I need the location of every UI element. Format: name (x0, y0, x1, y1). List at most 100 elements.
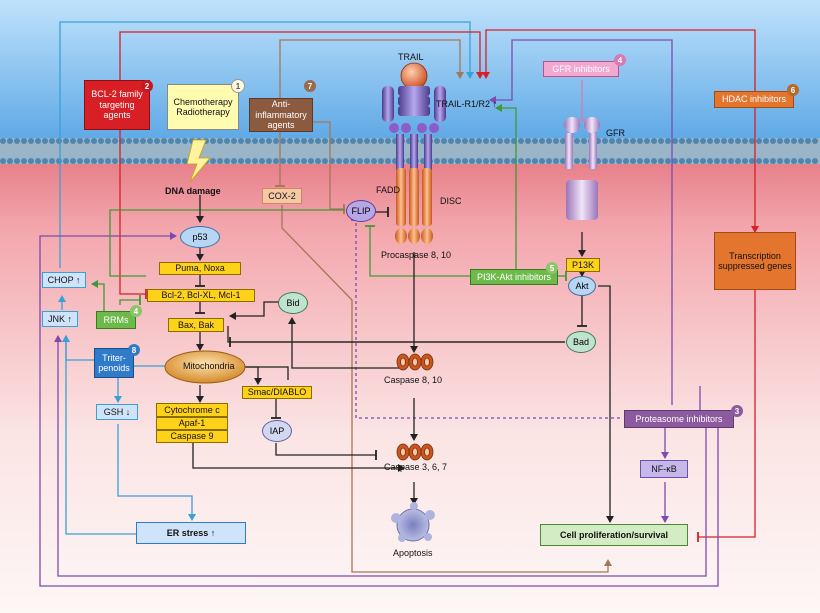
membrane-lipid-head (224, 158, 230, 164)
flip-bcl2-green-line (109, 209, 345, 277)
membrane-lipid-head (140, 158, 146, 164)
caspase-8-10-icons (396, 353, 434, 371)
membrane-lipid-head (637, 138, 643, 144)
membrane-lipid-head (385, 158, 391, 164)
membrane-lipid-head (371, 138, 377, 144)
nfkb-box: NF-κB (640, 460, 688, 478)
membrane-lipid-head (700, 138, 706, 144)
gsh-box: GSH ↓ (96, 404, 138, 420)
membrane-lipid-head (728, 138, 734, 144)
membrane-lipid-head (126, 158, 132, 164)
membrane-lipid-head (805, 158, 811, 164)
membrane-lipid-head (280, 158, 286, 164)
badge-2-bcl2: 2 (141, 80, 153, 92)
membrane-lipid-head (693, 158, 699, 164)
cox2-box: COX-2 (262, 188, 302, 204)
membrane-lipid-head (140, 138, 146, 144)
membrane-lipid-head (238, 158, 244, 164)
membrane-lipid-head (623, 158, 629, 164)
membrane-lipid-head (637, 158, 643, 164)
membrane-lipid-head (441, 138, 447, 144)
chemo-box: Chemotherapy Radiotherapy (167, 84, 239, 130)
membrane-lipid-head (798, 138, 804, 144)
membrane-lipid-head (532, 138, 538, 144)
hdac-to-trail-r-line (482, 29, 756, 92)
mitochondria-shape (164, 350, 246, 384)
membrane-lipid-head (672, 138, 678, 144)
badge-4-rrms: 4 (130, 305, 142, 317)
proteasome-to-trail-r-line (489, 39, 673, 405)
membrane-lipid-head (714, 158, 720, 164)
membrane-lipid-head (35, 158, 41, 164)
dna-damage-label: DNA damage (165, 186, 221, 196)
membrane-lipid-head (315, 138, 321, 144)
membrane-lipid-head (56, 158, 62, 164)
membrane-lipid-head (504, 138, 510, 144)
membrane-lipid-head (217, 158, 223, 164)
badge-3-proteasome: 3 (731, 405, 743, 417)
membrane-lipid-head (518, 138, 524, 144)
membrane-lipid-head (560, 138, 566, 144)
fadd-label: FADD (376, 185, 401, 195)
membrane-lipid-head (357, 158, 363, 164)
membrane-lipid-head (721, 138, 727, 144)
membrane-lipid-head (273, 158, 279, 164)
chop-box: CHOP ↑ (42, 272, 86, 288)
membrane-lipid-head (532, 158, 538, 164)
membrane-lipid-head (343, 158, 349, 164)
lightning-icon (186, 139, 211, 183)
membrane-lipid-head (7, 138, 13, 144)
membrane-lipid-head (266, 138, 272, 144)
membrane-lipid-head (700, 158, 706, 164)
membrane-lipid-head (154, 158, 160, 164)
membrane-lipid-head (133, 158, 139, 164)
akt-to-cell-line (598, 285, 614, 523)
membrane-lipid-head (658, 158, 664, 164)
membrane-lipid-head (161, 138, 167, 144)
membrane-lipid-head (644, 158, 650, 164)
mitochondria-label: Mitochondria (183, 361, 235, 371)
membrane-lipid-head (280, 138, 286, 144)
membrane-lipid-head (770, 138, 776, 144)
badge-5-pi3k: 5 (546, 262, 558, 274)
casp9-to-casp367-line (192, 443, 405, 472)
membrane-lipid-head (469, 158, 475, 164)
membrane-lipid-head (581, 158, 587, 164)
proteasome-to-p53-line (39, 232, 719, 587)
membrane-lipid-head (91, 138, 97, 144)
membrane-lipid-head (462, 138, 468, 144)
puma-box: Puma, Noxa (159, 262, 241, 275)
membrane-lipid-head (28, 138, 34, 144)
cytochrome-c-box: Cytochrome c (156, 403, 228, 417)
gfr-label: GFR (606, 128, 625, 138)
proteasome-inhibit-flip-line (351, 219, 620, 419)
rrms-to-chop-line (91, 280, 105, 312)
membrane-lipid-head (210, 138, 216, 144)
membrane-lipid-head (686, 158, 692, 164)
membrane-lipid-head (546, 138, 552, 144)
badge-7-antiinf: 7 (304, 80, 316, 92)
membrane-lipid-head (63, 138, 69, 144)
membrane-lipid-head (84, 158, 90, 164)
membrane-lipid-head (378, 138, 384, 144)
gsh-to-er-line (117, 424, 196, 521)
membrane-lipid-head (630, 158, 636, 164)
jnk-box: JNK ↑ (42, 311, 78, 327)
membrane-lipid-head (560, 158, 566, 164)
membrane-lipid-head (245, 138, 251, 144)
membrane-lipid-head (574, 158, 580, 164)
membrane-lipid-head (735, 138, 741, 144)
transcription-box: Transcription suppressed genes (714, 232, 796, 290)
membrane-lipid-head (14, 138, 20, 144)
membrane-lipid-head (98, 158, 104, 164)
antiinf-box: Anti- inflammatory agents (249, 98, 313, 132)
membrane-lipid-head (602, 138, 608, 144)
membrane-lipid-head (0, 158, 6, 164)
er-to-jnk-line (62, 335, 136, 535)
membrane-lipid-head (679, 138, 685, 144)
membrane-lipid-head (154, 138, 160, 144)
membrane-lipid-head (301, 138, 307, 144)
membrane-lipid-head (287, 138, 293, 144)
membrane-lipid-head (448, 158, 454, 164)
p13k-box: P13K (566, 258, 600, 272)
